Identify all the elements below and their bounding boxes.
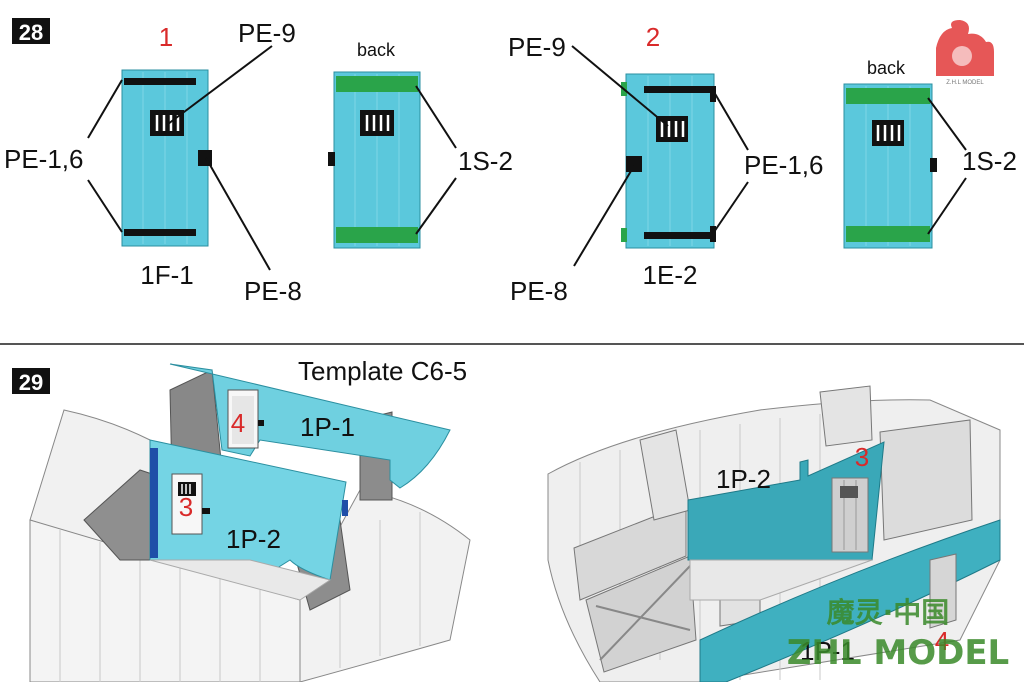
logo-caption: Z.H.L MODEL — [946, 80, 984, 86]
door-2-part-label: 1E-2 — [643, 260, 698, 290]
door-1-strip-callout: 1S-2 — [458, 146, 513, 176]
step-29-badge: 29 — [12, 368, 50, 395]
door-2-back-label: back — [867, 58, 906, 78]
right-marker-a: 3 — [855, 442, 869, 472]
left-marker-a: 4 — [231, 408, 245, 438]
door-2-back: back 1S-2 — [843, 58, 1017, 249]
door-2-front: 2 1E-2 — [508, 22, 824, 306]
handle-icon — [930, 158, 937, 172]
door-1-back-label: back — [357, 40, 396, 60]
door-2-hinge-callout: PE-1,6 — [744, 150, 824, 180]
right-assembly-view: 1P-2 3 1P-1 4 — [547, 385, 1001, 682]
door-2-bars-callout: PE-9 — [508, 32, 566, 62]
brand-logo: Z.H.L MODEL — [936, 20, 994, 86]
strip-icon — [846, 88, 930, 104]
left-wall-b-label: 1P-2 — [226, 524, 281, 554]
door-2-index: 2 — [646, 22, 660, 52]
handle-icon — [328, 152, 335, 166]
watermark: 魔灵·中国 ZHL MODEL — [787, 596, 1009, 673]
strip-icon — [846, 226, 930, 242]
door-1-back: back 1S-2 — [328, 40, 513, 249]
strip-icon — [336, 76, 418, 92]
door-1-part-label: 1F-1 — [140, 260, 193, 290]
left-marker-b: 3 — [179, 492, 193, 522]
left-wall-a-label: 1P-1 — [300, 412, 355, 442]
door-2-strip-callout: 1S-2 — [962, 146, 1017, 176]
template-label: Template C6-5 — [298, 356, 467, 386]
svg-text:28: 28 — [19, 20, 43, 45]
handle-icon — [626, 156, 642, 172]
left-assembly-view: 4 1P-1 3 1P-2 — [29, 363, 471, 682]
hinge-icon — [644, 86, 716, 93]
door-1-handle-callout: PE-8 — [244, 276, 302, 306]
door-1-index: 1 — [159, 22, 173, 52]
right-marker-b: 4 — [935, 626, 949, 656]
hinge-icon — [124, 229, 196, 236]
door-2-handle-callout: PE-8 — [510, 276, 568, 306]
right-wall-b-label: 1P-1 — [800, 636, 855, 666]
step-28: 28 1 1F-1 — [4, 18, 1017, 306]
door-1-bars-callout: PE-9 — [238, 18, 296, 48]
step-29: 29 Template C6-5 — [12, 356, 1009, 682]
svg-text:29: 29 — [19, 370, 43, 395]
watermark-brand: ZHL MODEL — [787, 633, 1009, 673]
step-28-badge: 28 — [12, 18, 50, 45]
door-1-hinge-callout: PE-1,6 — [4, 144, 84, 174]
hinge-icon — [644, 232, 716, 239]
watermark-chinese: 魔灵·中国 — [827, 596, 950, 629]
door-1-front: 1 1F-1 — [4, 18, 302, 306]
strip-icon — [336, 227, 418, 243]
right-wall-a-label: 1P-2 — [716, 464, 771, 494]
hinge-icon — [124, 78, 196, 85]
